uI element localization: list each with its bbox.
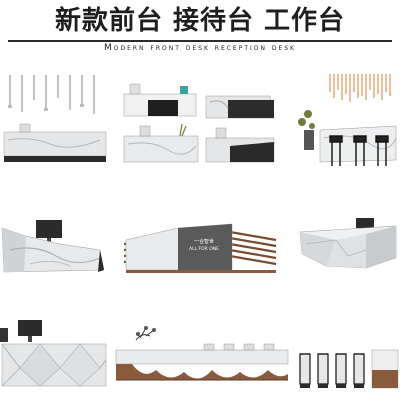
title-divider (8, 40, 392, 42)
desk-tile-2 (118, 70, 278, 170)
desk-tile-5: 一合智世 ALL FOR ONE (120, 210, 282, 276)
desk-tile-1 (0, 70, 112, 170)
desk-tile-7 (0, 310, 112, 400)
desk-tile-6 (296, 210, 400, 276)
sign-line-2: ALL FOR ONE (189, 246, 219, 252)
page-subtitle: Modern front desk reception desk (103, 43, 296, 53)
page-title: 新款前台 接待台 工作台 (54, 6, 346, 36)
header: 新款前台 接待台 工作台 Modern front desk reception… (0, 0, 400, 62)
desk-tile-3 (292, 70, 400, 170)
sign-line-1: 一合智世 (194, 238, 214, 245)
desk-tile-9 (296, 310, 400, 400)
desk-tile-8 (112, 310, 292, 400)
desk-tile-4 (0, 210, 112, 276)
